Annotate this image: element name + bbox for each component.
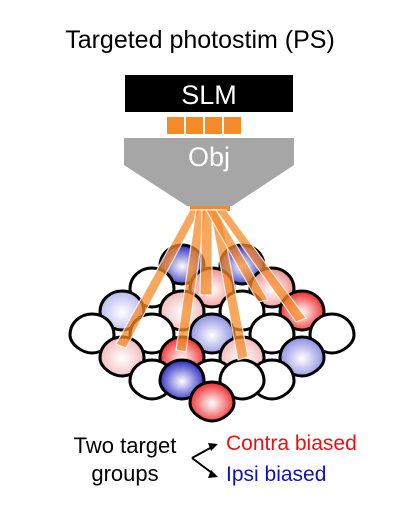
arrowhead-contra [208,443,218,451]
arrow-to-ipsi [191,457,213,474]
objective-lens [124,138,294,206]
beam [214,209,307,323]
arrow-to-contra [191,446,213,459]
photostim-beams [115,209,307,361]
objective-label: Obj [187,142,231,172]
contra-biased-label: Contra biased [226,432,357,455]
objective-tip [190,206,230,211]
target-groups-label: Two target groups [50,432,200,488]
legend-arrows [191,446,213,474]
figure-title: Targeted photostim (PS) [65,26,335,54]
target-groups-line2: groups [91,461,159,486]
arrowhead-ipsi [208,470,218,478]
target-groups-line1: Two target [73,433,177,458]
neuron [188,380,236,423]
slm-pixels [167,117,241,134]
slm-label: SLM [125,75,293,112]
ipsi-biased-label: Ipsi biased [226,463,327,486]
beam [204,209,269,303]
legend-arrowheads [208,443,218,478]
beam [199,209,213,296]
